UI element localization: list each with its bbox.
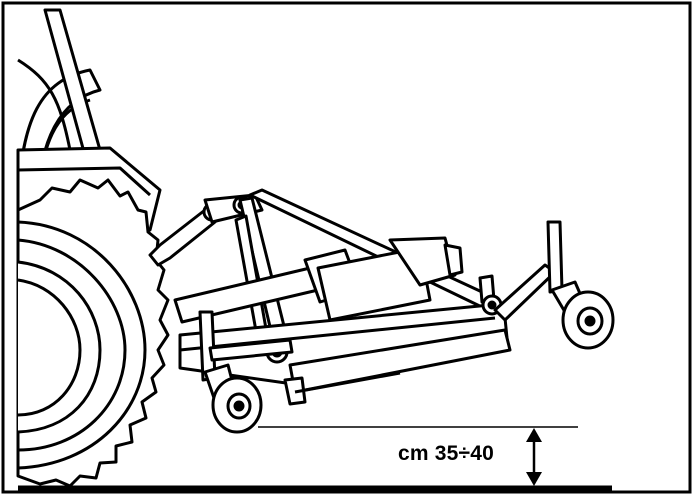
front-wheel-arm xyxy=(198,310,294,400)
arrow-head-up xyxy=(526,428,542,442)
drive-shaft xyxy=(173,236,496,324)
rear-gauge-wheel xyxy=(561,290,615,350)
mower-deck xyxy=(178,294,512,406)
height-dimension xyxy=(258,426,578,486)
tractor xyxy=(16,8,170,488)
arrow-head-down xyxy=(526,472,542,486)
rear-tyre xyxy=(16,178,170,488)
cutting-height-label: cm 35÷40 xyxy=(398,442,495,465)
front-gauge-wheel xyxy=(211,376,263,434)
